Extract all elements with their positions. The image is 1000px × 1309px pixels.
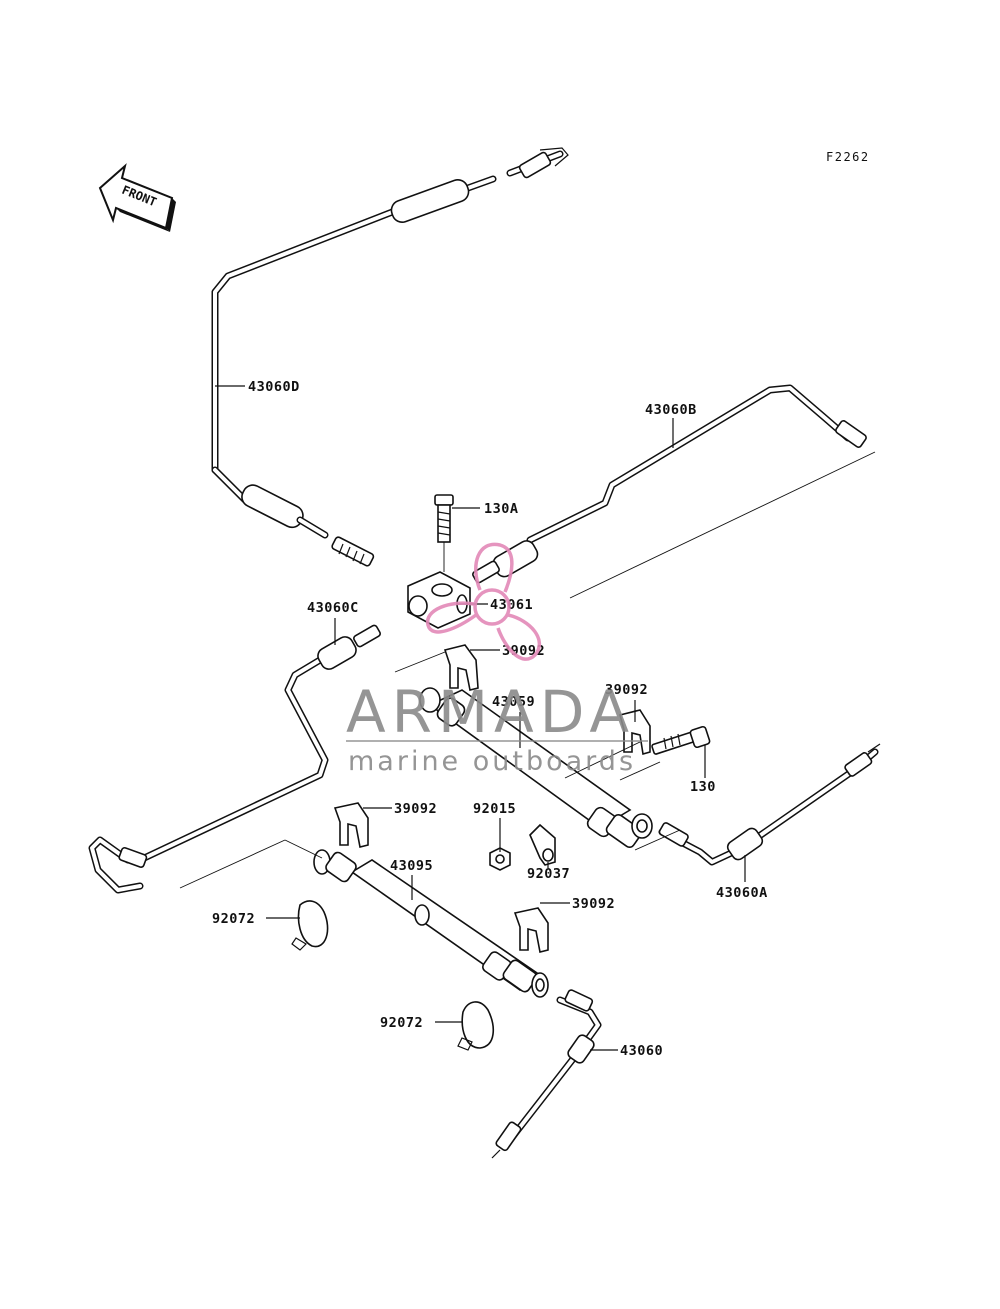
retaining-clip-39092-b xyxy=(619,709,651,756)
callout-39092-b: 39092 xyxy=(605,682,648,698)
tee-joint-43061 xyxy=(407,571,471,629)
propeller-logo-icon xyxy=(425,542,542,661)
pipe-nut-fitting xyxy=(331,536,375,567)
brake-hose-43059 xyxy=(419,687,653,849)
callout-labels: 43060D 43060B 130A 43061 43060C 39092 43… xyxy=(212,379,768,1059)
brake-pipe-43060b xyxy=(472,384,867,584)
callout-43061: 43061 xyxy=(490,597,533,613)
brake-pipe-43060 xyxy=(491,989,602,1159)
callout-92072-a: 92072 xyxy=(212,911,255,927)
callout-92015: 92015 xyxy=(473,801,516,817)
retaining-clip-39092-a xyxy=(443,644,479,691)
callout-130a: 130A xyxy=(484,501,519,517)
armada-watermark: ARMADA marine outboards xyxy=(346,542,648,777)
watermark-brand: ARMADA xyxy=(346,678,635,746)
callout-43060d: 43060D xyxy=(248,379,300,395)
brake-pipe-43060a xyxy=(658,743,881,866)
callout-43095: 43095 xyxy=(390,858,433,874)
callout-39092-c: 39092 xyxy=(394,801,437,817)
hose-clamp-92072-a xyxy=(291,900,329,951)
alignment-lines xyxy=(179,451,876,889)
retaining-clip-39092-c xyxy=(333,802,369,848)
callout-43060: 43060 xyxy=(620,1043,663,1059)
callout-130: 130 xyxy=(690,779,716,795)
brake-pipe-43060c xyxy=(88,624,381,894)
bolt-130a xyxy=(434,494,454,572)
retaining-clip-39092-d xyxy=(513,907,549,953)
callout-43060b: 43060B xyxy=(645,402,697,418)
brake-hose-43095 xyxy=(313,849,549,998)
watermark-tagline: marine outboards xyxy=(348,746,636,777)
hose-clamp-92072-b xyxy=(457,1001,495,1051)
callout-92072-b: 92072 xyxy=(380,1015,423,1031)
callout-43060c: 43060C xyxy=(307,600,359,616)
bolt-130 xyxy=(651,725,711,755)
brake-pipe-43060d xyxy=(211,147,569,539)
clamp-92037 xyxy=(529,823,556,866)
front-direction-arrow-icon: FRONT xyxy=(98,163,176,232)
callout-92037: 92037 xyxy=(527,866,570,882)
callout-43060a: 43060A xyxy=(716,885,768,901)
callout-43059: 43059 xyxy=(492,694,535,710)
figure-code: F2262 xyxy=(826,150,870,164)
callout-39092-d: 39092 xyxy=(572,896,615,912)
